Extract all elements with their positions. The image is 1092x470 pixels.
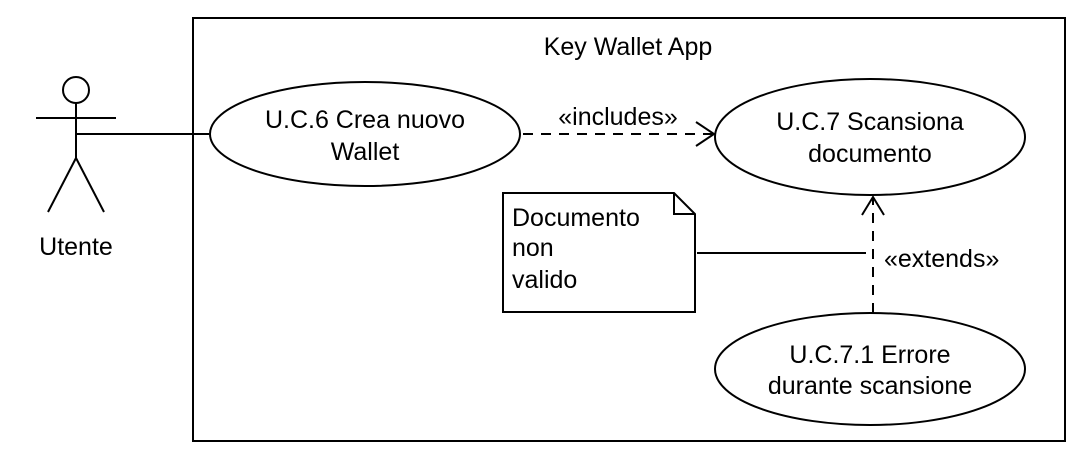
use-case-uc6 bbox=[209, 81, 521, 187]
actor-right-leg bbox=[75, 157, 105, 213]
note-line2: non bbox=[512, 234, 554, 262]
includes-arrow-head bbox=[695, 121, 716, 147]
uc7-label-line2: documento bbox=[808, 140, 932, 168]
actor-label: Utente bbox=[39, 233, 113, 261]
uc6-label-line1: U.C.6 Crea nuovo bbox=[265, 106, 465, 134]
actor-utente bbox=[36, 76, 116, 213]
note-line1: Documento bbox=[512, 204, 640, 232]
actor-head bbox=[62, 76, 90, 104]
uc6-label-line2: Wallet bbox=[331, 138, 400, 166]
actor-left-leg bbox=[47, 157, 77, 213]
includes-label: «includes» bbox=[558, 103, 678, 131]
note-line3: valido bbox=[512, 266, 577, 294]
uc71-label-line2: durante scansione bbox=[768, 372, 972, 400]
use-case-uc7 bbox=[714, 78, 1026, 196]
extends-label: «extends» bbox=[884, 245, 999, 273]
uc71-label-line1: U.C.7.1 Errore bbox=[789, 341, 950, 369]
system-title: Key Wallet App bbox=[544, 33, 713, 61]
uc7-label-line1: U.C.7 Scansiona bbox=[776, 108, 964, 136]
extends-arrow-head bbox=[861, 195, 885, 216]
use-case-uc71 bbox=[714, 312, 1026, 426]
system-boundary bbox=[192, 17, 1066, 442]
note-shape bbox=[502, 192, 696, 313]
note-fold bbox=[673, 193, 695, 215]
